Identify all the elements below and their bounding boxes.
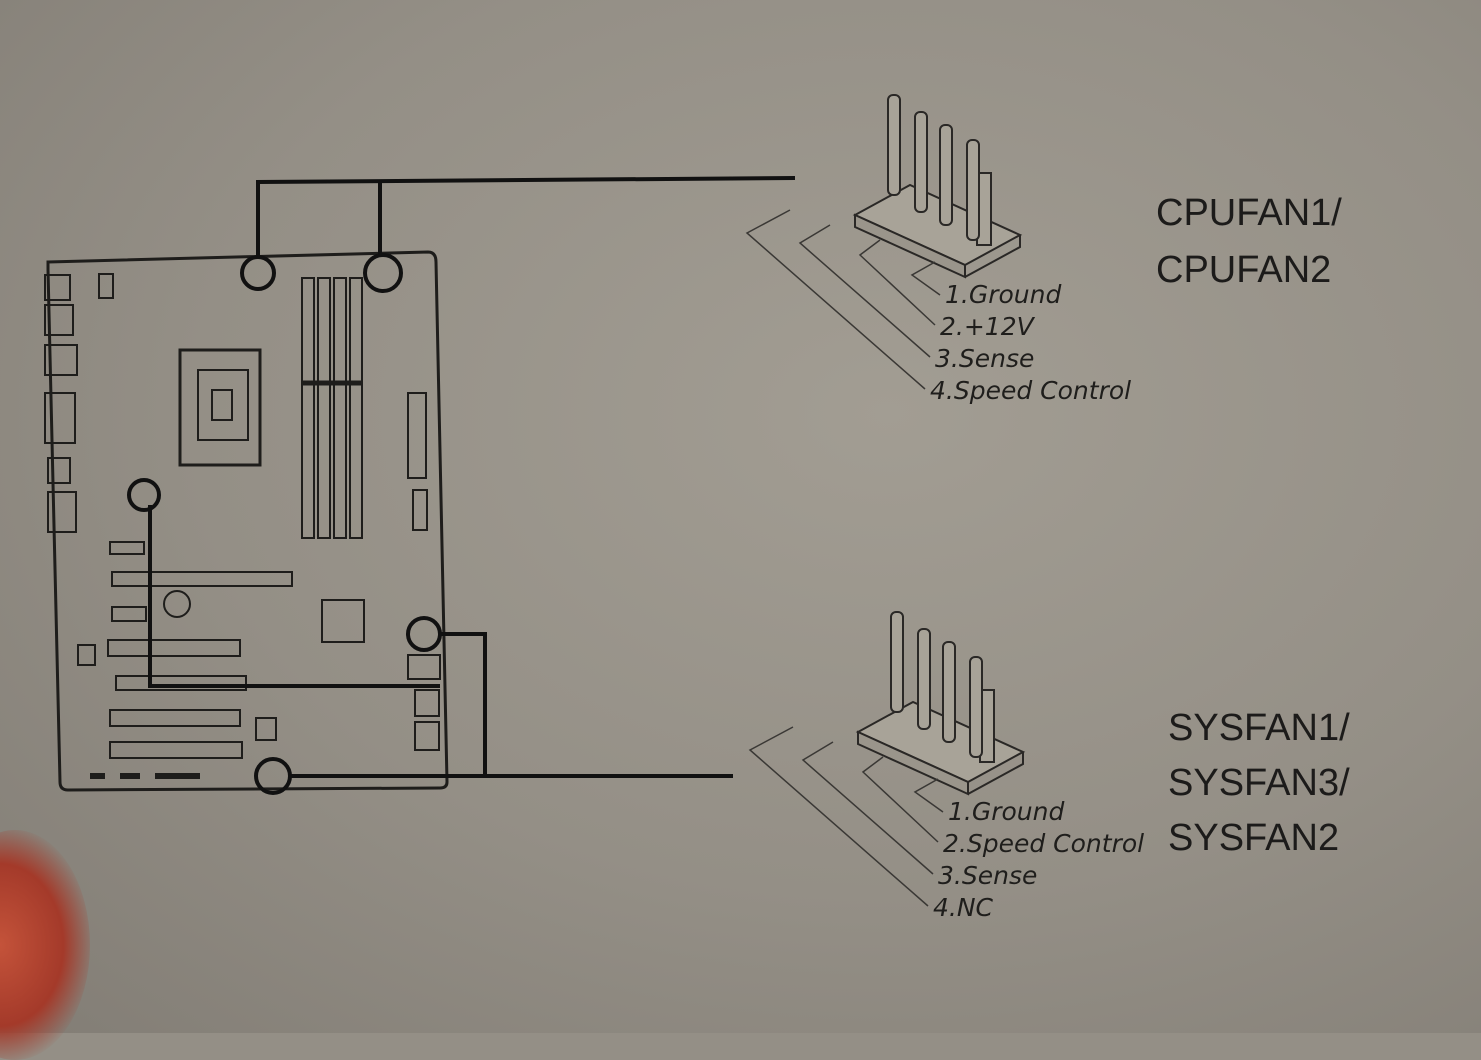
- sysfan-pin-2: 2.Speed Control: [943, 829, 1144, 858]
- cpufan-pin-2: 2.+12V: [940, 312, 1036, 341]
- cpufan-name-line-2: CPUFAN2: [1156, 249, 1331, 291]
- sysfan-pin-3: 3.Sense: [938, 861, 1037, 890]
- fan-header-callouts: [127, 176, 796, 795]
- motherboard-outline: [44, 250, 449, 792]
- cpufan-pin-1: 1.Ground: [945, 280, 1061, 309]
- cpufan-pin-3: 3.Sense: [935, 344, 1034, 373]
- sysfan-name-line-2: SYSFAN3/: [1168, 762, 1350, 804]
- sysfan-pin-1: 1.Ground: [948, 797, 1064, 826]
- sysfan-pin-labels: 1.Ground 2.Speed Control 3.Sense 4.NC: [933, 797, 1144, 922]
- fan-connector-diagram: 1.Ground 2.+12V 3.Sense 4.Speed Control …: [44, 94, 1350, 922]
- sysfan-pin-4: 4.NC: [933, 893, 994, 922]
- cpufan-pin-labels: 1.Ground 2.+12V 3.Sense 4.Speed Control: [930, 280, 1131, 405]
- sysfan-name-line-3: SYSFAN2: [1168, 817, 1339, 859]
- cpufan-pin-4: 4.Speed Control: [930, 376, 1131, 405]
- cpufan-name-line-1: CPUFAN1/: [1156, 192, 1342, 234]
- sysfan-name-line-1: SYSFAN1/: [1168, 707, 1350, 749]
